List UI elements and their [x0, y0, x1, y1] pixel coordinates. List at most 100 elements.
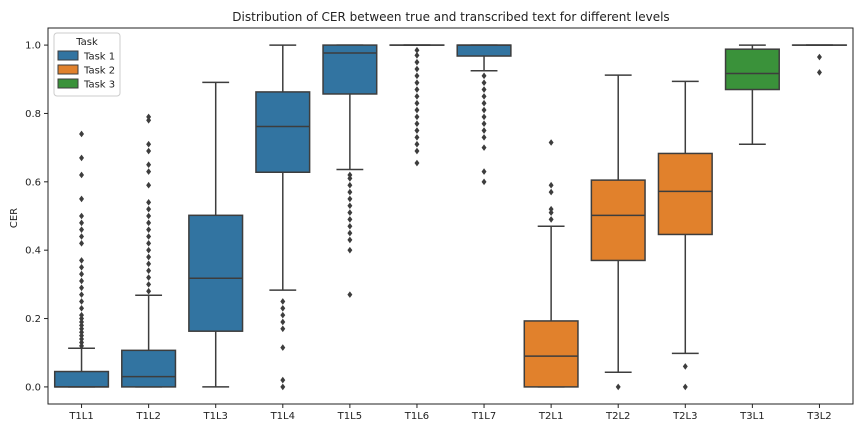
outlier-point	[79, 339, 85, 346]
box-T1L2	[121, 113, 177, 388]
outlier-point	[79, 171, 85, 179]
legend-label: Task 2	[83, 66, 115, 77]
outlier-point	[347, 216, 353, 223]
x-tick-label: T1L1	[68, 411, 93, 422]
outlier-point	[79, 342, 85, 350]
outlier-point	[79, 257, 85, 264]
outlier-point	[414, 127, 420, 134]
outlier-point	[79, 328, 85, 336]
box-T3L2	[791, 44, 848, 76]
outlier-point	[414, 99, 420, 107]
y-axis-label: CER	[9, 208, 20, 228]
outlier-point	[79, 195, 85, 203]
box-iqr	[523, 320, 579, 388]
outlier-point	[79, 332, 85, 339]
outlier-point	[481, 168, 487, 175]
outlier-point	[481, 144, 487, 151]
y-tick-label: 0.2	[25, 314, 41, 325]
x-tick-label: T2L1	[538, 411, 563, 422]
outlier-point	[548, 188, 554, 196]
box-T1L7	[456, 44, 512, 186]
x-tick-label: T1L4	[270, 411, 295, 422]
outlier-point	[414, 52, 420, 59]
outlier-point	[280, 325, 286, 333]
outlier-point	[347, 229, 353, 237]
outlier-point	[79, 298, 85, 305]
outlier-point	[682, 363, 688, 370]
box-iqr	[188, 214, 244, 332]
outlier-point	[481, 106, 487, 114]
box-iqr	[724, 48, 780, 91]
box-T1L6	[389, 44, 445, 167]
outlier-point	[414, 79, 420, 86]
outlier-point	[79, 322, 85, 329]
outlier-point	[414, 140, 420, 148]
outlier-point	[481, 72, 487, 80]
legend-label: Task 1	[83, 52, 115, 63]
outlier-point	[79, 130, 85, 138]
box-iqr	[53, 370, 110, 388]
outlier-point	[146, 226, 152, 233]
outlier-point	[414, 134, 420, 141]
box-iqr	[255, 91, 311, 173]
outlier-point	[79, 212, 85, 220]
outlier-point	[79, 219, 85, 227]
outlier-point	[414, 113, 420, 121]
outlier-point	[280, 318, 286, 326]
outlier-point	[414, 159, 420, 167]
legend-swatch	[57, 50, 79, 61]
outlier-point	[79, 291, 85, 298]
outlier-point	[146, 233, 152, 240]
y-tick-label: 0.0	[25, 382, 41, 393]
outlier-point	[481, 93, 487, 100]
outlier-point	[347, 222, 353, 230]
box-T1L4	[255, 44, 311, 391]
outlier-point	[548, 209, 554, 216]
outlier-point	[79, 335, 85, 343]
outlier-point	[481, 113, 487, 121]
outlier-point	[79, 325, 85, 333]
outlier-point	[615, 383, 621, 391]
y-tick-label: 1.0	[25, 41, 41, 52]
outlier-point	[79, 263, 85, 271]
outlier-point	[146, 246, 152, 254]
outlier-point	[347, 188, 353, 196]
legend-swatch	[57, 78, 79, 89]
outlier-point	[146, 205, 152, 213]
outlier-point	[146, 168, 152, 175]
outlier-point	[347, 209, 353, 216]
x-tick-label: T3L1	[739, 411, 764, 422]
box-iqr	[456, 44, 512, 57]
outlier-point	[414, 65, 420, 73]
outlier-point	[146, 240, 152, 247]
outlier-point	[79, 277, 85, 285]
box-T1L5	[322, 44, 378, 298]
box-T2L3	[657, 80, 713, 391]
x-tick-label: T1L6	[404, 411, 429, 422]
outlier-point	[347, 236, 353, 244]
outlier-point	[548, 181, 554, 189]
outlier-point	[79, 311, 85, 319]
outlier-point	[79, 240, 85, 247]
outlier-point	[280, 311, 286, 319]
outlier-point	[280, 383, 286, 391]
outlier-point	[146, 281, 152, 288]
y-tick-label: 0.4	[25, 246, 41, 257]
outlier-point	[414, 46, 420, 54]
outlier-point	[481, 86, 487, 93]
outlier-point	[79, 270, 85, 278]
y-tick-label: 0.8	[25, 109, 41, 120]
outlier-point	[481, 134, 487, 141]
outlier-point	[79, 226, 85, 233]
x-tick-label: T1L2	[135, 411, 160, 422]
outlier-point	[548, 205, 554, 213]
outlier-point	[481, 79, 487, 86]
outlier-point	[414, 86, 420, 93]
outlier-point	[146, 140, 152, 148]
outlier-point	[414, 93, 420, 100]
outlier-point	[79, 318, 85, 326]
outlier-point	[146, 116, 152, 124]
legend-swatch	[57, 64, 79, 75]
